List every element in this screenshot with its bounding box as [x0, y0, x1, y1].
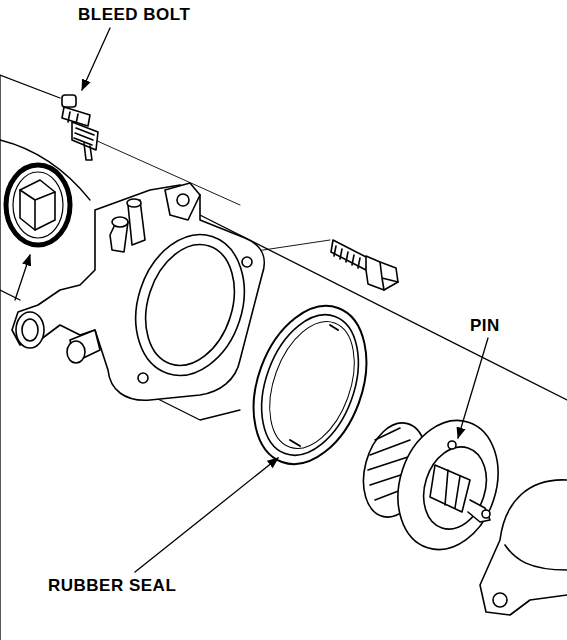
center-line	[250, 240, 330, 252]
thermostat	[354, 407, 514, 562]
engine-block	[0, 75, 567, 640]
o-ring	[6, 165, 70, 245]
part-label: BLEED BOLT	[78, 5, 190, 25]
bleed-bolt	[62, 95, 98, 160]
leader-line	[15, 28, 488, 572]
housing-bolt	[331, 240, 398, 290]
thermostat-cover	[480, 480, 567, 615]
thermostat-housing	[12, 183, 264, 400]
rubber-seal	[233, 290, 387, 480]
part-label: RUBBER SEAL	[48, 576, 176, 596]
part-label: PIN	[470, 316, 500, 336]
